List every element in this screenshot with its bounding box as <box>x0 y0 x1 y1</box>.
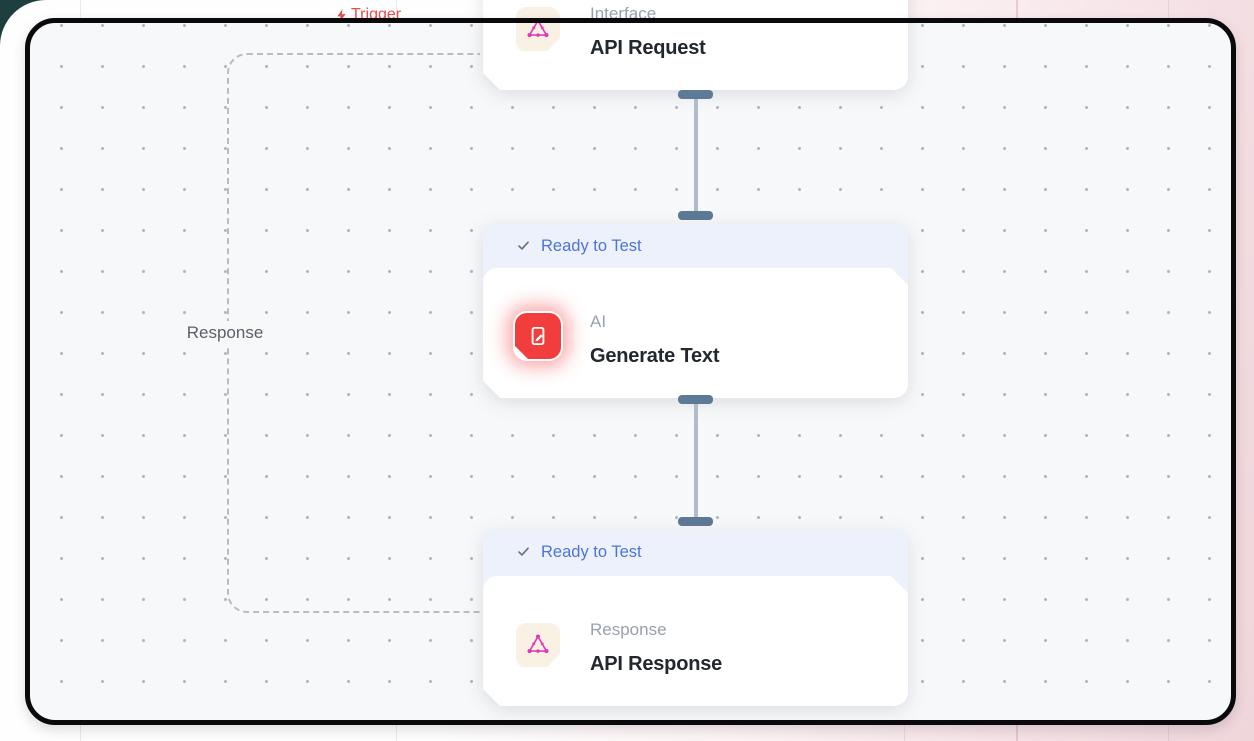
node-api-response[interactable]: Ready to Test Response API Response <box>483 530 908 706</box>
graphql-icon <box>516 623 560 667</box>
graphql-icon <box>516 7 560 51</box>
check-icon <box>518 547 529 556</box>
connector-handle[interactable] <box>678 395 713 404</box>
node-generate-text[interactable]: Ready to Test AI Generate Text <box>483 224 908 398</box>
node-title: Generate Text <box>590 345 720 367</box>
node-title: API Response <box>590 653 723 675</box>
connector-ai-to-response <box>678 395 713 526</box>
node-category: Interface <box>590 4 657 23</box>
node-generate-text-card[interactable]: AI Generate Text <box>483 268 908 398</box>
node-category: Response <box>590 620 667 639</box>
connector-handle[interactable] <box>678 517 713 526</box>
status-badge-label: Ready to Test <box>541 237 642 255</box>
connector-handle[interactable] <box>678 211 713 220</box>
node-api-request-card[interactable]: Interface API Request <box>483 0 908 90</box>
connector-line <box>693 94 698 216</box>
edit-document-icon <box>515 313 561 359</box>
status-badge-label: Ready to Test <box>541 543 642 561</box>
connector-handle[interactable] <box>678 90 713 99</box>
node-api-response-card[interactable]: Response API Response <box>483 576 908 706</box>
connector-line <box>693 399 698 522</box>
node-category: AI <box>590 312 607 331</box>
response-branch-label: Response <box>165 321 285 345</box>
node-api-request[interactable]: Interface API Request <box>483 0 908 90</box>
node-title: API Request <box>590 37 706 59</box>
connector-request-to-ai <box>678 90 713 220</box>
lightning-icon <box>336 8 347 23</box>
check-icon <box>518 241 529 250</box>
